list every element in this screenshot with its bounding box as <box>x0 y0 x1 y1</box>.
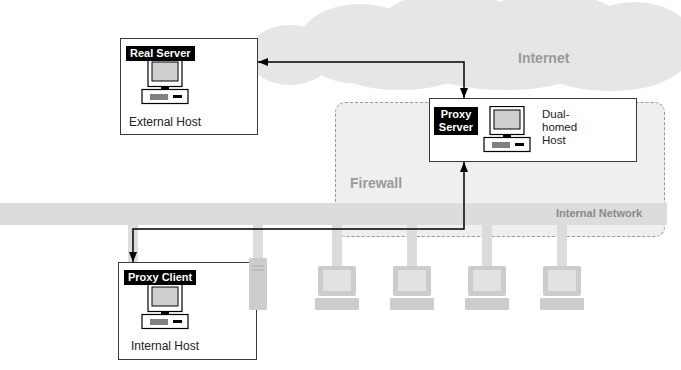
cloud-label: Internet <box>518 50 569 66</box>
computer-icon <box>142 59 188 104</box>
host-box: Proxy ClientInternal Host <box>118 262 257 360</box>
computer-icon <box>142 284 188 329</box>
tower-slots <box>252 266 264 270</box>
base-unit <box>315 298 359 310</box>
network-label: Internal Network <box>556 207 642 219</box>
base-unit <box>465 298 509 310</box>
base-unit <box>540 298 584 310</box>
monitor <box>543 266 581 296</box>
cloud-shape <box>250 0 681 92</box>
host-caption: External Host <box>129 115 201 129</box>
network-drop <box>557 225 567 267</box>
host-box: Proxy Server Dual-homed Host <box>429 98 637 162</box>
tower-case <box>249 258 267 310</box>
proxy-connection <box>258 62 464 98</box>
network-drop <box>128 225 138 262</box>
host-caption: Internal Host <box>131 339 199 353</box>
monitor <box>318 266 356 296</box>
proxy-connection <box>133 162 464 262</box>
screen <box>398 270 426 291</box>
network-cloud: Internet <box>250 0 681 92</box>
workstation <box>465 266 509 310</box>
computer-icon <box>484 107 530 152</box>
network-drop <box>407 225 417 267</box>
monitor <box>468 266 506 296</box>
screen <box>473 270 501 291</box>
network-drops <box>128 225 567 267</box>
workstation <box>315 266 359 310</box>
host-tag: Proxy Client <box>124 270 196 285</box>
region-label: Firewall <box>350 175 402 191</box>
network-drop <box>253 225 263 259</box>
network-band: Internal Network <box>0 203 667 225</box>
host-caption: Dual-homed Host <box>542 108 596 147</box>
network-drop <box>332 225 342 267</box>
host-tag: Proxy Server <box>434 107 478 135</box>
screen <box>548 270 576 291</box>
screen <box>323 270 351 291</box>
tower-computer <box>249 258 267 310</box>
workstation <box>390 266 434 310</box>
network-drop <box>482 225 492 267</box>
host-tag: Real Server <box>126 46 195 61</box>
workstation <box>540 266 584 310</box>
monitor <box>393 266 431 296</box>
host-box: Real ServerExternal Host <box>120 38 258 135</box>
base-unit <box>390 298 434 310</box>
